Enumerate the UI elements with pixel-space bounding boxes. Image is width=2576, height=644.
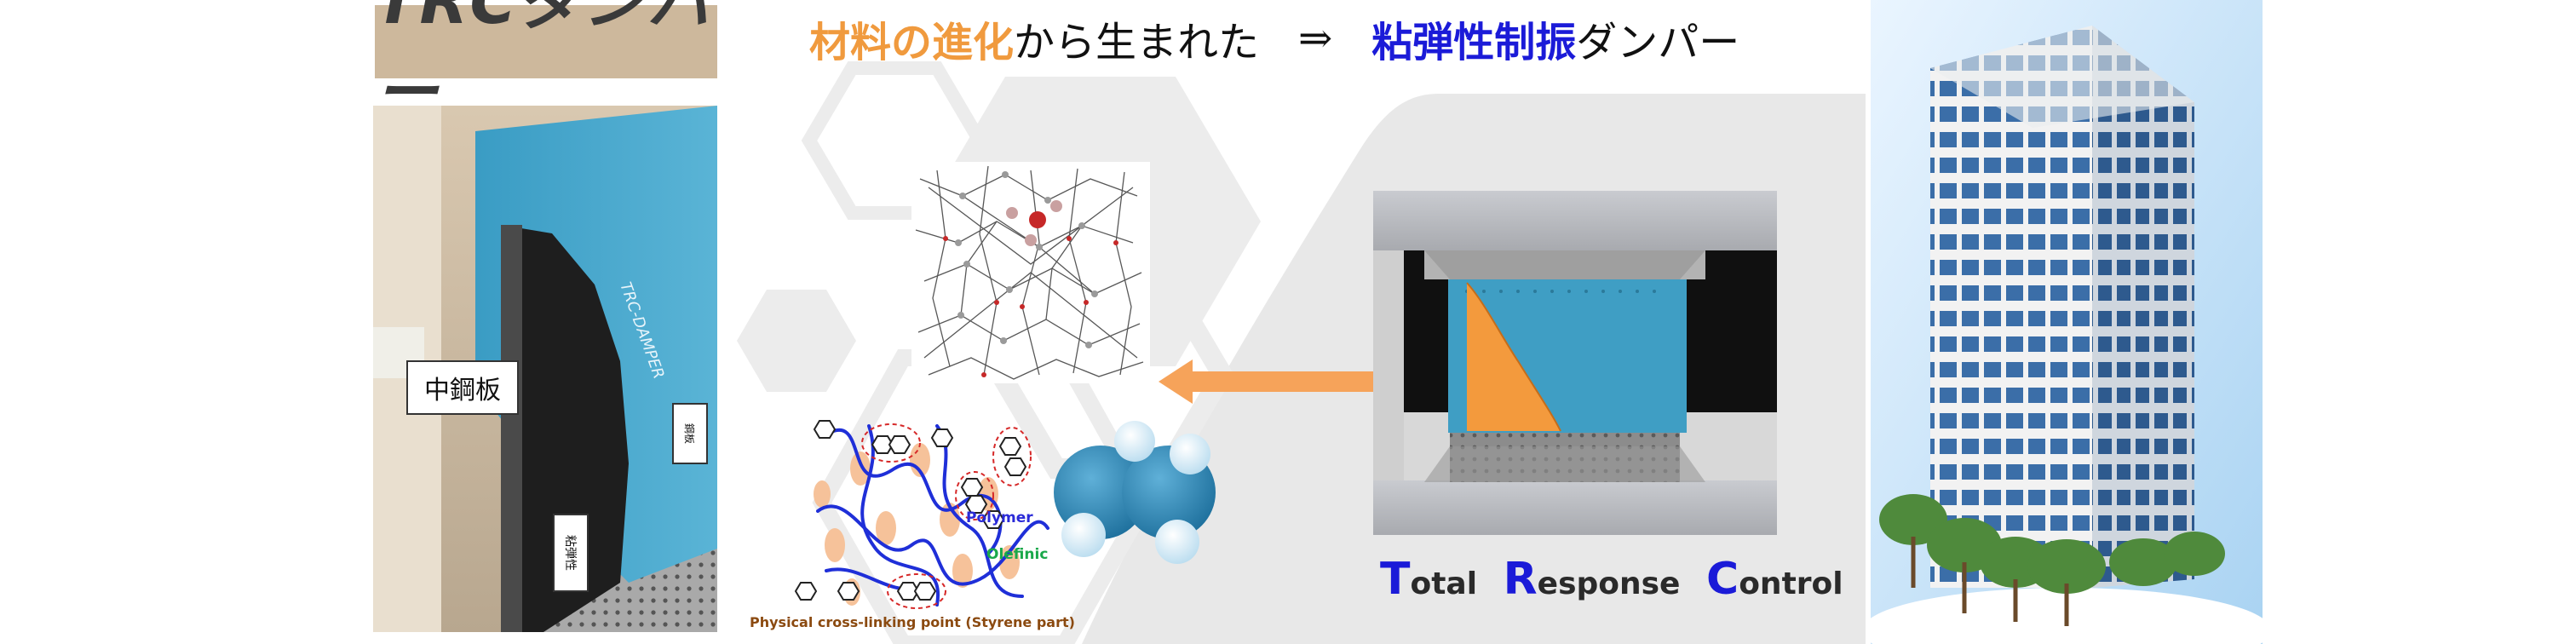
trc-t-rest: otal <box>1410 566 1478 601</box>
label-polymer: Polymer <box>966 509 1033 526</box>
total-response-control-text: Total Response Control <box>1380 554 1859 605</box>
building-side-face <box>2092 26 2194 588</box>
label-olefinic: Olefinic <box>986 546 1049 563</box>
molecule-model <box>1054 421 1216 564</box>
background-hexagon-small <box>737 290 856 392</box>
viscoelastic-layer <box>501 225 629 632</box>
building-illustration <box>1871 0 2263 644</box>
headline-viscoelastic-damping: 粘弾性制振 <box>1371 19 1577 66</box>
photo-label-middle-plate: 中鋼板 <box>424 376 501 405</box>
molecular-network-image <box>911 162 1150 383</box>
headline-arrow: ⇒ <box>1298 14 1333 62</box>
building-front-face <box>1930 26 2092 588</box>
headline-born-from: から生まれた <box>1014 19 1260 66</box>
damper-photo: 中鋼板 粘弾性 鋼板 TRC-DAMPER <box>373 106 717 632</box>
photo-label-viscoelastic: 粘弾性 <box>563 535 577 571</box>
trc-r-cap: R <box>1503 554 1538 605</box>
headline-damper: ダンパー <box>1576 19 1740 66</box>
trc-t-cap: T <box>1380 554 1411 605</box>
trc-damper-logo: TRCダンパー <box>375 0 717 129</box>
orange-viscoelastic-layer <box>1467 283 1561 431</box>
photo-label-steel: 鋼板 <box>683 423 695 444</box>
label-physical-cross-linking-point: Physical cross-linking point (Styrene pa… <box>750 614 1075 630</box>
trc-c-rest: ontrol <box>1739 566 1843 601</box>
damper-render <box>1373 191 1777 535</box>
trc-c-cap: C <box>1706 554 1739 605</box>
orange-arrow <box>1159 359 1465 404</box>
headline-material-evolution: 材料の進化 <box>809 19 1015 66</box>
headline: 材料の進化 から生まれた ⇒ 粘弾性制振 ダンパー <box>809 9 1739 68</box>
polymer-structure-diagram <box>794 420 1049 609</box>
trc-r-rest: esponse <box>1537 566 1681 601</box>
